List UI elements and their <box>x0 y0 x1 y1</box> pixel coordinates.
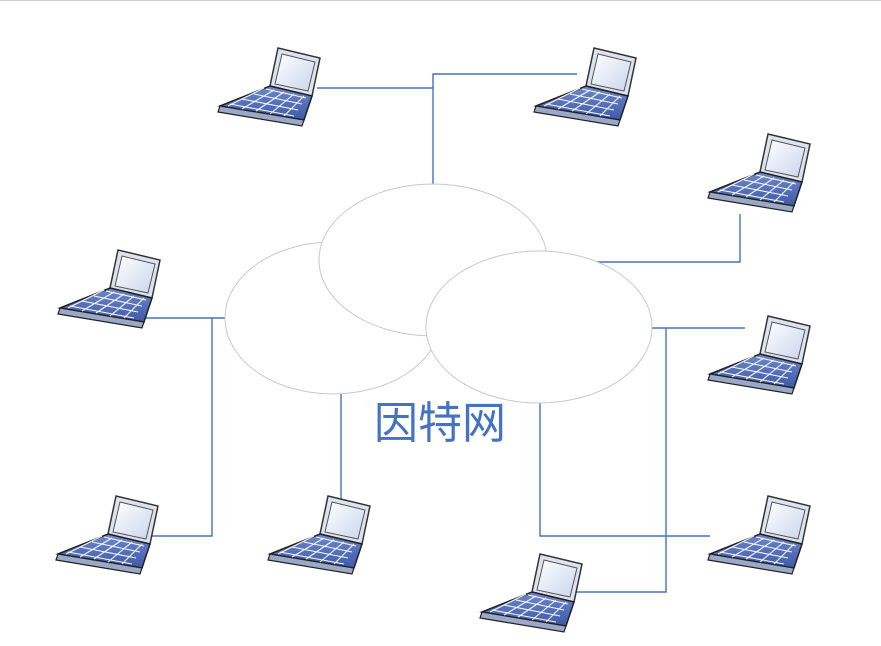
laptop-icon <box>55 495 159 575</box>
laptop-icon <box>707 133 811 213</box>
laptop-icon <box>533 47 637 127</box>
top-border <box>0 0 881 1</box>
cloud-icon <box>224 183 653 404</box>
laptop-icon <box>267 495 371 575</box>
laptop-icon <box>57 249 161 329</box>
laptop-icon <box>707 495 811 575</box>
laptop-icon <box>217 47 321 127</box>
connection-line <box>432 73 577 88</box>
laptop-icon <box>479 553 583 633</box>
connection-line <box>547 214 741 263</box>
connection-line <box>138 318 213 537</box>
cloud-ellipse-right <box>425 250 653 404</box>
cloud-label: 因特网 <box>374 398 506 449</box>
connection-lines <box>138 73 745 593</box>
connection-line <box>575 328 667 593</box>
connection-line <box>539 403 710 537</box>
connection-line <box>317 87 434 184</box>
